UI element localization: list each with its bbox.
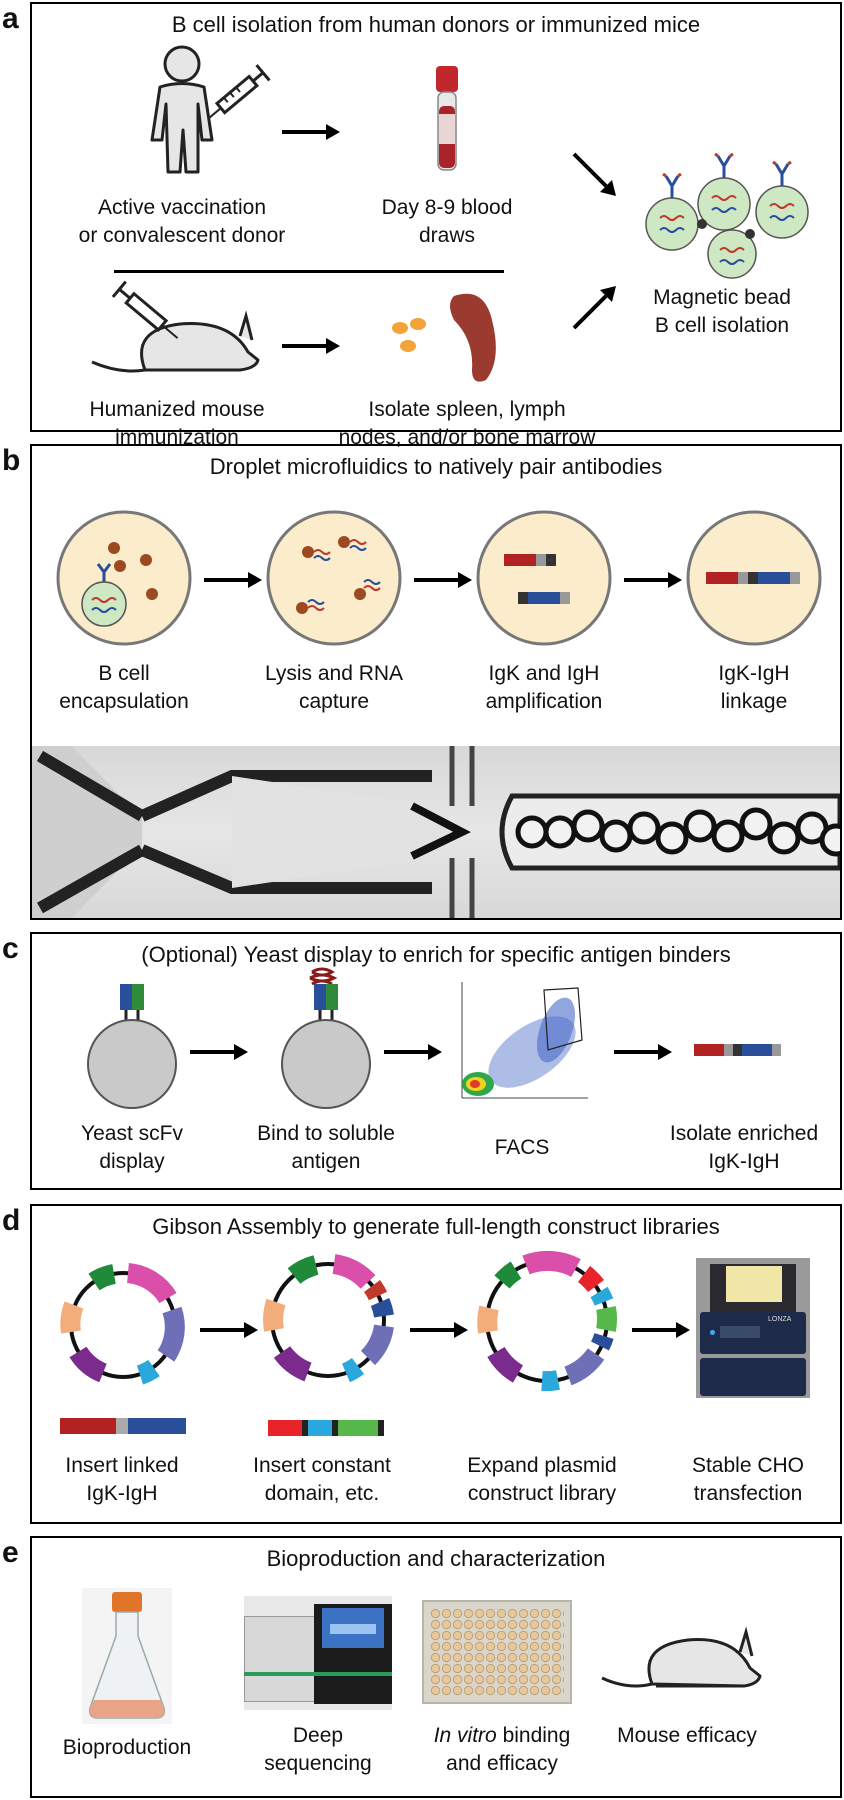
arrow-b2 bbox=[414, 572, 472, 588]
step-d4-label: Stable CHO transfection bbox=[691, 1454, 805, 1505]
panel-b: Droplet microfluidics to natively pair a… bbox=[30, 444, 842, 920]
yeast-antigen-icon bbox=[281, 967, 371, 1109]
enriched-igk-igh-construct bbox=[694, 1044, 781, 1056]
tissue-isolation-label: Isolate spleen, lymph nodes, and/or bone… bbox=[338, 398, 596, 449]
step-d2-label: Insert constant domain, etc. bbox=[253, 1454, 391, 1505]
human-donor-label: Active vaccination or convalescent donor bbox=[78, 196, 286, 247]
arrow-a2 bbox=[282, 338, 340, 354]
panel-e-letter: e bbox=[2, 1536, 19, 1569]
igk-igh-insert bbox=[60, 1418, 186, 1434]
step-b4-label: IgK-IgH linkage bbox=[718, 662, 790, 713]
well-plate-wells bbox=[430, 1608, 564, 1696]
facs-plot-icon bbox=[461, 982, 588, 1099]
magnetic-bead-bcells-icon bbox=[645, 152, 809, 279]
invitro-prefix: In vitro bbox=[433, 1724, 497, 1747]
arrow-d2 bbox=[410, 1322, 468, 1338]
panel-c-title: (Optional) Yeast display to enrich for s… bbox=[141, 942, 731, 967]
bioproduction-flask-icon bbox=[82, 1588, 172, 1724]
panel-b-letter: b bbox=[2, 444, 21, 477]
panel-d-title: Gibson Assembly to generate full-length … bbox=[152, 1214, 720, 1239]
blood-tube-icon bbox=[436, 66, 458, 171]
plasmid-3-icon bbox=[477, 1250, 618, 1392]
arrow-b1 bbox=[204, 572, 262, 588]
lymph-nodes-icon bbox=[392, 318, 426, 352]
arrow-a4 bbox=[572, 286, 616, 330]
panel-c-letter: c bbox=[2, 932, 19, 965]
deep-sequencer-icon bbox=[244, 1596, 392, 1710]
microfluidic-chip-photo bbox=[32, 746, 840, 918]
droplet-amplification bbox=[476, 510, 612, 646]
step-e3-label: In vitro binding and efficacy bbox=[402, 1722, 602, 1778]
step-d1-label: Insert linked IgK-IgH bbox=[65, 1454, 179, 1505]
lonza-brand-text: LONZA bbox=[768, 1316, 792, 1323]
step-b2-label: Lysis and RNA capture bbox=[264, 662, 404, 713]
panel-b-title: Droplet microfluidics to natively pair a… bbox=[209, 454, 663, 479]
panel-a-title: B cell isolation from human donors or im… bbox=[171, 12, 701, 37]
human-donor-icon bbox=[150, 45, 271, 174]
plasmid-1-icon bbox=[60, 1263, 185, 1385]
droplet-lysis-capture bbox=[266, 510, 402, 646]
panel-e: Bioproduction and characterization Biopr… bbox=[30, 1536, 842, 1798]
arrow-c2 bbox=[384, 1044, 442, 1060]
step-c2-label: Bind to soluble antigen bbox=[257, 1122, 395, 1173]
plasmid-2-icon bbox=[263, 1254, 394, 1383]
divider-line bbox=[114, 270, 504, 273]
panel-d-letter: d bbox=[2, 1204, 21, 1237]
step-c3-label: FACS bbox=[494, 1136, 550, 1159]
arrow-a1 bbox=[282, 124, 340, 140]
panel-e-title: Bioproduction and characterization bbox=[266, 1546, 606, 1571]
magnetic-bead-label: Magnetic bead B cell isolation bbox=[653, 286, 791, 337]
step-c1-label: Yeast scFv display bbox=[81, 1122, 183, 1173]
step-e4-label: Mouse efficacy bbox=[617, 1724, 757, 1747]
step-c4-label: Isolate enriched IgK-IgH bbox=[669, 1122, 819, 1173]
step-b1-label: B cell encapsulation bbox=[59, 662, 189, 713]
step-e2-label: Deep sequencing bbox=[264, 1724, 372, 1775]
constant-domain-insert bbox=[268, 1420, 384, 1436]
arrow-d1 bbox=[200, 1322, 258, 1338]
mouse-efficacy-icon bbox=[601, 1626, 762, 1688]
step-d3-label: Expand plasmid construct library bbox=[467, 1454, 617, 1505]
panel-a-letter: a bbox=[2, 2, 19, 35]
step-b3-label: IgK and IgH amplification bbox=[485, 662, 603, 713]
spleen-icon bbox=[450, 293, 496, 382]
arrow-b3 bbox=[624, 572, 682, 588]
lonza-transfection-device: LONZA bbox=[696, 1258, 810, 1398]
blood-draw-label: Day 8-9 blood draws bbox=[381, 196, 513, 247]
invitro-rest: binding and efficacy bbox=[446, 1724, 571, 1775]
panel-a: B cell isolation from human donors or im… bbox=[30, 2, 842, 449]
panel-d: Gibson Assembly to generate full-length … bbox=[30, 1204, 842, 1524]
panel-c: (Optional) Yeast display to enrich for s… bbox=[30, 932, 842, 1190]
mouse-immunization-label: Humanized mouse immunization bbox=[89, 398, 265, 449]
well-plate-icon bbox=[422, 1600, 572, 1704]
step-e1-label: Bioproduction bbox=[62, 1736, 192, 1759]
droplet-linkage bbox=[686, 510, 822, 646]
arrow-c1 bbox=[190, 1044, 248, 1060]
arrow-a3 bbox=[572, 152, 616, 196]
arrow-d3 bbox=[632, 1322, 690, 1338]
arrow-c3 bbox=[614, 1044, 672, 1060]
mouse-immunization-icon bbox=[91, 280, 260, 373]
yeast-scfv-icon bbox=[87, 984, 177, 1109]
droplet-bcell-encapsulation bbox=[56, 510, 192, 646]
